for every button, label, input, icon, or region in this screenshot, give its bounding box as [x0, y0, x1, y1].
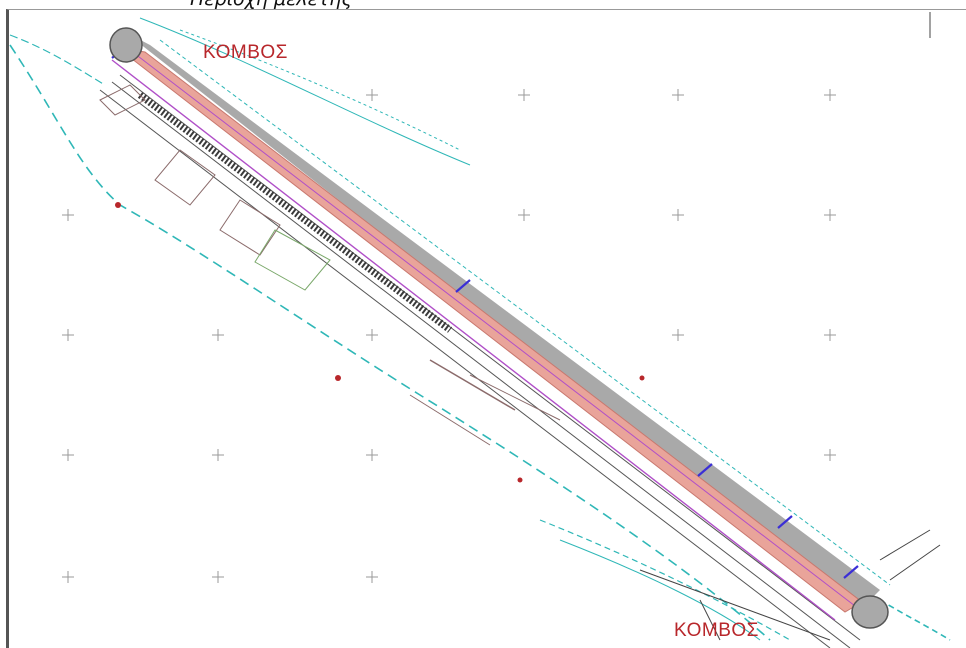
- road-surface: [116, 47, 863, 613]
- node-label-bottom: ΚΟΜΒΟΣ: [674, 620, 759, 641]
- grid-crosses: [62, 89, 836, 583]
- map-frame: [6, 9, 966, 648]
- road-edge-magenta: [111, 59, 836, 621]
- survey-line-east: [139, 17, 471, 166]
- nodes: [109, 27, 889, 629]
- survey-line-se: [539, 519, 791, 641]
- survey-line-nw: [9, 34, 106, 86]
- rail-hatch: [137, 92, 453, 333]
- survey-line-west: [9, 44, 771, 641]
- railway: [99, 74, 861, 648]
- node-label-top: ΚΟΜΒΟΣ: [203, 42, 288, 63]
- road-shoulder: [125, 32, 880, 610]
- southeast-lines: [639, 529, 941, 641]
- node-circle-top: [109, 27, 143, 63]
- markers: [115, 202, 645, 483]
- survey-line-bottom-right: [879, 599, 951, 641]
- survey-line-east2: [179, 29, 461, 151]
- grid-cross: [62, 89, 836, 583]
- survey-lines: [9, 17, 951, 641]
- buildings: [99, 84, 561, 446]
- node-circle-bottom: [851, 595, 889, 629]
- road-corridor: [111, 32, 891, 621]
- road-centerline: [129, 49, 856, 607]
- study-area-caption: Περιοχή μελέτης: [190, 0, 353, 10]
- road-edge-dashed: [159, 39, 891, 586]
- survey-line-se2: [559, 539, 761, 641]
